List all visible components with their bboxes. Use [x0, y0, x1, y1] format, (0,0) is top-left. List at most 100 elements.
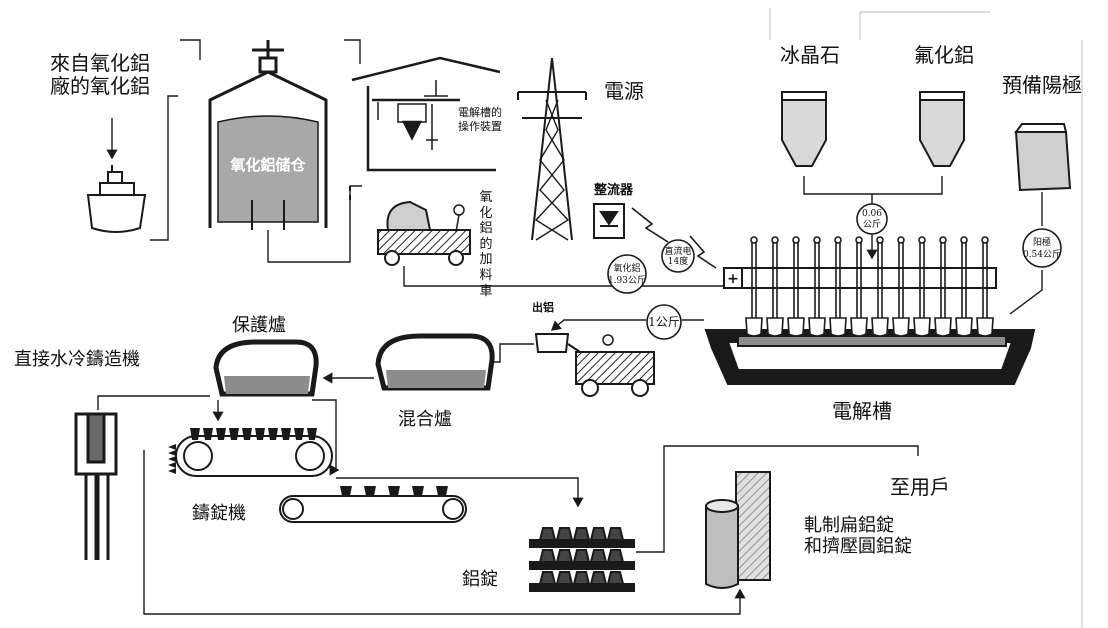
- mold: [216, 428, 226, 440]
- ingot-casting-machine: [175, 435, 333, 477]
- anode-rod: [850, 236, 868, 337]
- alumina-feed-label: 氧化鋁: [613, 262, 640, 274]
- mold: [268, 428, 278, 440]
- anode-rod: [829, 236, 847, 337]
- mold-side: [168, 462, 176, 468]
- fluoride-dose-unit: 公斤: [863, 219, 881, 230]
- conveyor-ingot: [436, 486, 448, 496]
- conveyor-ingot: [364, 486, 376, 496]
- mixing-furnace-metal: [386, 370, 486, 388]
- conveyor-ingot: [412, 486, 424, 496]
- alumina-feeder-truck-label: 氧 化 鋁 的 加 料 車: [478, 190, 494, 299]
- feeder-char-2: 化: [479, 205, 493, 221]
- aluminum-fluoride-hopper: [919, 91, 965, 167]
- rolled-extruded-products-label: 軋制扁鋁錠 和擠壓圓鋁錠: [804, 515, 912, 557]
- anode-rod: [787, 236, 805, 337]
- feeder-char-5: 加: [479, 252, 493, 268]
- feeder-char-4: 的: [479, 236, 493, 252]
- mold: [229, 428, 239, 440]
- alumina-source-label: 來自氧化鋁 廠的氧化鋁: [50, 52, 150, 98]
- operation-device-line-2: 操作裝置: [458, 119, 502, 133]
- products-line-2: 和擠壓圓鋁錠: [804, 535, 912, 557]
- ingot-stack-row: [529, 527, 635, 548]
- to-users-label: 至用戶: [890, 475, 950, 499]
- anode-rods: [745, 236, 994, 337]
- operation-device-line-1: 電解槽的: [458, 106, 502, 119]
- anode-rod: [766, 236, 784, 337]
- ingot-stack-row: [529, 571, 635, 592]
- final-ingots: [705, 471, 771, 589]
- holding-furnace-label: 保護爐: [232, 315, 286, 336]
- silo-outlet: [251, 39, 362, 263]
- holding-furnace: [213, 339, 319, 397]
- alumina-silo-label: 氧化鋁储仓: [229, 156, 306, 174]
- cryolite-hopper: [781, 91, 827, 167]
- fluoride-dose-value: 0.06: [862, 209, 882, 219]
- electrolytic-cell-label: 電解槽: [832, 399, 892, 423]
- lightning-bolts: [631, 207, 717, 269]
- mold: [190, 428, 200, 440]
- anode-rod: [745, 236, 763, 337]
- ingot-casting-machine-label: 鑄錠機: [192, 503, 246, 524]
- source-arrow: [106, 39, 201, 241]
- ingot-stack-row: [529, 549, 635, 570]
- mold-side: [168, 450, 176, 456]
- tapping-vehicle: [534, 333, 655, 397]
- holding-furnace-metal: [224, 376, 310, 394]
- holding-outputs: [97, 395, 340, 476]
- dc-power-label: 直流电: [664, 245, 691, 257]
- cryolite-label: 冰晶石: [780, 43, 840, 67]
- mold: [281, 428, 291, 440]
- feeder-char-6: 料: [479, 267, 493, 283]
- anode-rod: [913, 236, 931, 337]
- alumina-ship: [86, 165, 147, 233]
- rectifier-label: 整流器: [594, 183, 634, 198]
- anode-rod: [871, 236, 889, 337]
- conveyor-ingot: [388, 486, 400, 496]
- anode-rod: [892, 236, 910, 337]
- mold: [203, 428, 213, 440]
- conveyor: [279, 495, 467, 523]
- frame-lines: [769, 8, 1083, 628]
- dc-casting-machine: [74, 412, 118, 560]
- alumina-source-line-1: 來自氧化鋁: [50, 51, 150, 75]
- mold-side: [168, 444, 176, 450]
- mold-side: [168, 456, 176, 462]
- products-line-1: 軋制扁鋁錠: [804, 515, 894, 536]
- dc-power-value: 14度: [668, 255, 688, 267]
- anode-rod: [976, 236, 994, 337]
- mold: [255, 428, 265, 440]
- ingot-to-user-line: [636, 445, 919, 553]
- power-source-label: 電源: [604, 79, 644, 103]
- mixing-furnace-label: 混合爐: [398, 409, 452, 430]
- anode-rod: [934, 236, 952, 337]
- feeder-char-7: 車: [479, 283, 493, 299]
- alumina-silo-fill: [217, 115, 319, 223]
- prebaked-anode-label: 預備陽極: [1002, 73, 1082, 97]
- mold: [307, 428, 317, 440]
- anode-rod: [955, 236, 973, 337]
- cell-polarity-sign: +: [727, 271, 739, 287]
- value-circles: [607, 203, 1062, 340]
- feeder-char-1: 氧: [479, 190, 493, 205]
- anode-lines: [1009, 192, 1043, 315]
- prebaked-anode-block: [1014, 123, 1072, 192]
- alumina-silo: [208, 40, 328, 228]
- electrolytic-cell: [704, 267, 1036, 385]
- conveyor-ingot: [340, 486, 352, 496]
- conveyor-line: [336, 477, 584, 508]
- ingot-stack: [529, 527, 635, 592]
- mold: [294, 428, 304, 440]
- mold-side: [168, 468, 176, 474]
- alumina-feed-value: 1.93公斤: [608, 275, 646, 286]
- cell-operation-device-label: 電解槽的 操作裝置: [458, 106, 502, 134]
- alumina-source-line-2: 廠的氧化鋁: [50, 74, 150, 98]
- circle-texts: 0.06 公斤 直流电 14度 氧化鋁 1.93公斤 阳極 0.54公斤 1公斤…: [229, 156, 1061, 329]
- tapping-lines: [494, 319, 704, 363]
- tapping-label: 出铝: [532, 301, 554, 314]
- hopper-lines: [803, 176, 943, 260]
- rectifier-box: [593, 203, 625, 239]
- conveyor-ingots: [340, 486, 448, 496]
